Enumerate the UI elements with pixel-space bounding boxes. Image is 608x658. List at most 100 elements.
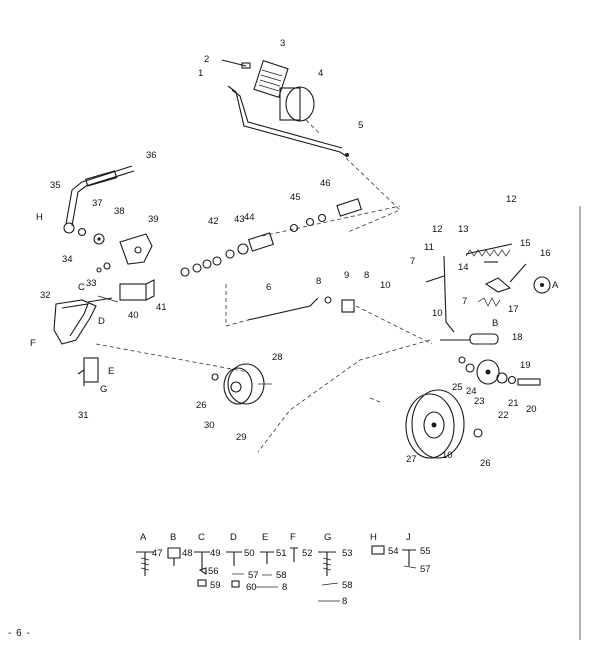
- part-label: 26: [480, 458, 491, 469]
- part-label: 30: [204, 420, 215, 431]
- part-label: B: [492, 318, 498, 329]
- part-label: E: [108, 366, 114, 377]
- legend-part-number: 53: [342, 548, 353, 559]
- legend-extra-number: 58: [276, 570, 287, 581]
- part-label: 8: [316, 276, 321, 287]
- part-label: 20: [526, 404, 537, 415]
- part-label: 1: [198, 68, 203, 79]
- hardware-legend: [136, 545, 417, 602]
- legend-letter: B: [170, 532, 176, 543]
- legend-part-number: 49: [210, 548, 221, 559]
- part-label: 15: [520, 238, 531, 249]
- legend-part-number: 55: [420, 546, 431, 557]
- legend-extra-number: 60: [246, 582, 257, 593]
- legend-extra-number: 57: [420, 564, 431, 575]
- part-label: 24: [466, 386, 477, 397]
- part-label: 18: [512, 332, 523, 343]
- part-label: 31: [78, 410, 89, 421]
- part-label: 7: [410, 256, 415, 267]
- part-label: 10: [432, 308, 443, 319]
- part-label: 17: [508, 304, 519, 315]
- part-label: 22: [498, 410, 509, 421]
- legend-letter: A: [140, 532, 147, 543]
- part-label: 14: [458, 262, 469, 273]
- part-label: 36: [146, 150, 157, 161]
- legend-part-number: 50: [244, 548, 255, 559]
- part-label: 39: [148, 214, 159, 225]
- clamp-assembly: [53, 262, 249, 386]
- legend-part-number: 47: [152, 548, 163, 559]
- part-label: 26: [196, 400, 207, 411]
- legend-extra-number: 57: [248, 570, 259, 581]
- part-label: 12: [506, 194, 517, 205]
- part-label: 10: [442, 450, 453, 461]
- part-label: 12: [432, 224, 443, 235]
- part-label: 34: [62, 254, 73, 265]
- pulley-left: [211, 363, 272, 405]
- part-label: 2: [204, 54, 209, 65]
- legend-part-number: 54: [388, 546, 399, 557]
- legend-letter: D: [230, 532, 237, 543]
- part-label: 19: [520, 360, 531, 371]
- part-label: D: [98, 316, 105, 327]
- part-label: 23: [474, 396, 485, 407]
- right-lower-assembly: [257, 333, 541, 453]
- part-label: 32: [40, 290, 51, 301]
- part-label: 28: [272, 352, 283, 363]
- legend-extra-number: 56: [208, 566, 219, 577]
- legend-extra-number: 8: [282, 582, 287, 593]
- part-label: H: [36, 212, 43, 223]
- part-label: 6: [266, 282, 271, 293]
- part-label: 8: [364, 270, 369, 281]
- part-label: 44: [244, 212, 255, 223]
- middle-rod: [247, 296, 433, 345]
- part-label: 5: [358, 120, 363, 131]
- part-label: 21: [508, 398, 519, 409]
- legend-part-number: 52: [302, 548, 313, 559]
- part-label: 13: [458, 224, 469, 235]
- part-label: 10: [380, 280, 391, 291]
- legend-part-number: 48: [182, 548, 193, 559]
- pulley-right: [369, 389, 483, 459]
- part-label: 25: [452, 382, 463, 393]
- lever-assembly: [63, 165, 135, 245]
- part-label: 42: [208, 216, 219, 227]
- part-label: 45: [290, 192, 301, 203]
- legend-letter: C: [198, 532, 205, 543]
- rod-assembly: [221, 59, 401, 233]
- part-label: A: [552, 280, 559, 291]
- part-label: G: [100, 384, 107, 395]
- part-label: 46: [320, 178, 331, 189]
- part-label: F: [30, 338, 36, 349]
- part-label: 33: [86, 278, 97, 289]
- right-upper-assembly: [425, 243, 551, 333]
- page-number: - 6 -: [8, 628, 31, 639]
- legend-extra-number: 8: [342, 596, 347, 607]
- part-label: 4: [318, 68, 323, 79]
- legend-letter: E: [262, 532, 268, 543]
- part-label: 16: [540, 248, 551, 259]
- part-label: 35: [50, 180, 61, 191]
- legend-extra-number: 59: [210, 580, 221, 591]
- part-label: 40: [128, 310, 139, 321]
- part-label: 11: [424, 242, 434, 253]
- legend-letter: G: [324, 532, 331, 543]
- part-label: 29: [236, 432, 247, 443]
- part-label: 37: [92, 198, 103, 209]
- part-label: 3: [280, 38, 285, 49]
- legend-extra-number: 58: [342, 580, 353, 591]
- part-label: 41: [156, 302, 167, 313]
- part-label: 9: [344, 270, 349, 281]
- legend-part-number: 51: [276, 548, 287, 559]
- part-label: 43: [234, 214, 245, 225]
- part-label: 7: [462, 296, 467, 307]
- legend-letter: J: [406, 532, 411, 543]
- part-label: 27: [406, 454, 417, 465]
- part-label: 38: [114, 206, 125, 217]
- legend-letter: F: [290, 532, 296, 543]
- part-label: C: [78, 282, 85, 293]
- legend-letter: H: [370, 532, 377, 543]
